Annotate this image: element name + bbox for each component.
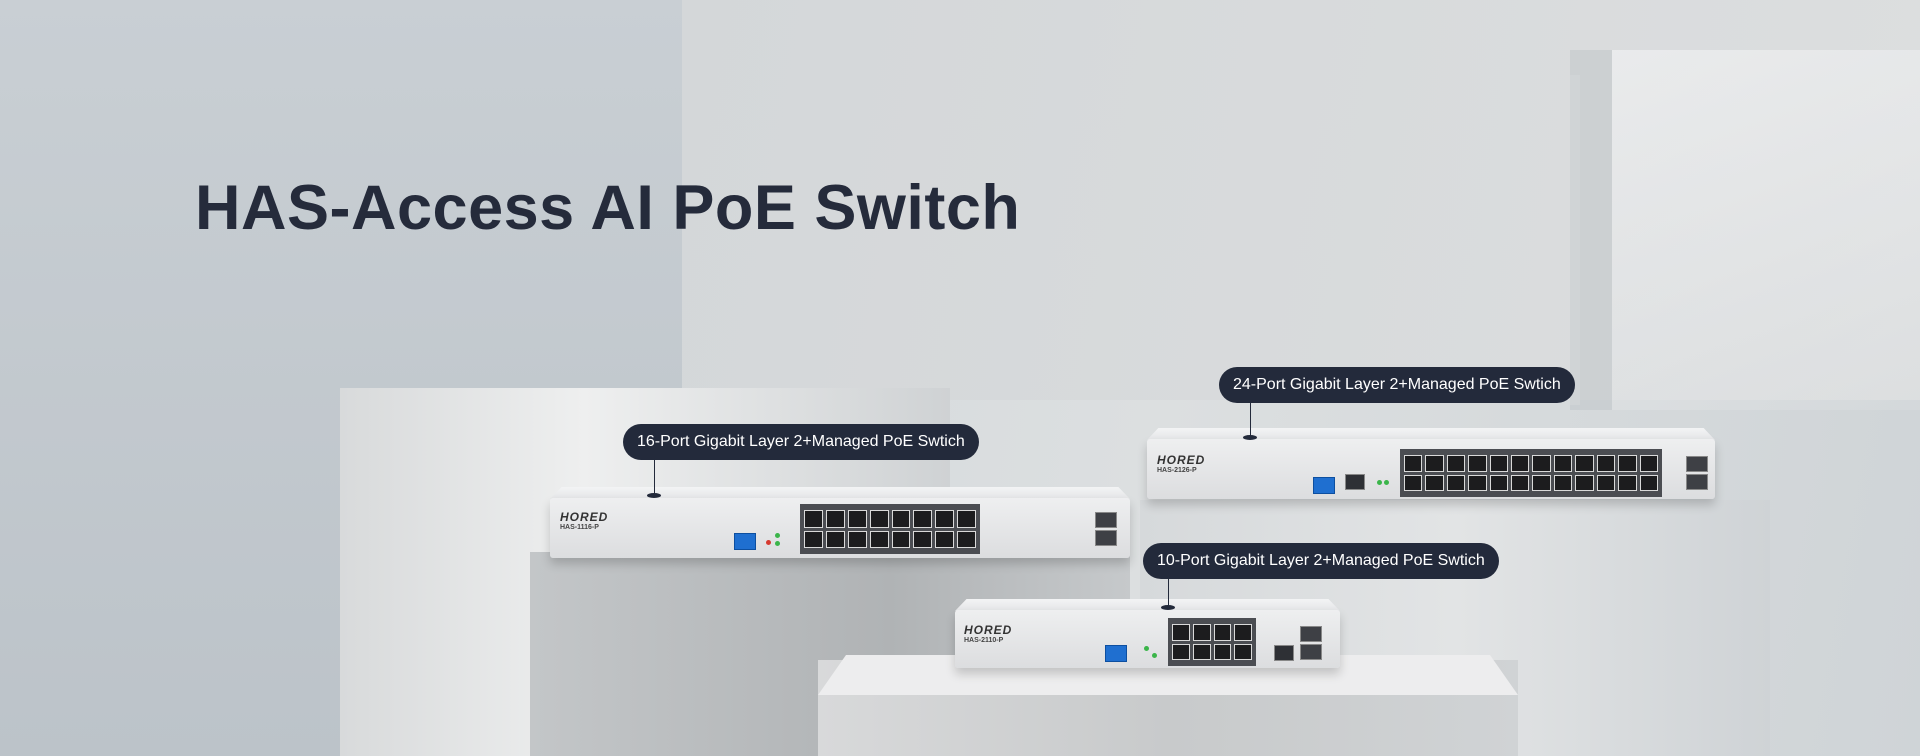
- switch-top-surface: [955, 599, 1340, 611]
- sfp-port: [1686, 456, 1708, 472]
- rj45-port: [957, 530, 976, 548]
- rj45-port: [1404, 474, 1423, 491]
- rj45-port: [869, 510, 889, 528]
- rj45-port: [935, 530, 955, 548]
- callout-anchor-dot: [1161, 605, 1175, 610]
- callout-anchor-dot: [1243, 435, 1257, 440]
- rj45-port: [1446, 474, 1466, 491]
- dip-switch: [1313, 477, 1335, 494]
- callout-stem: [1250, 402, 1251, 436]
- rj45-port: [1553, 455, 1573, 472]
- sfp-port: [1686, 474, 1708, 490]
- rj45-port: [1639, 474, 1658, 491]
- rj45-port: [1446, 455, 1466, 472]
- rj45-port: [1172, 624, 1190, 641]
- model-number: HAS-1116-P: [560, 524, 599, 531]
- status-led-green: [775, 541, 780, 546]
- rj45-port: [1192, 624, 1211, 641]
- rj45-port: [804, 530, 823, 548]
- status-led-green: [1377, 480, 1382, 485]
- status-led-red: [766, 540, 771, 545]
- rj45-port: [1489, 474, 1509, 491]
- product-label-24-port[interactable]: 24-Port Gigabit Layer 2+Managed PoE Swti…: [1219, 367, 1575, 403]
- sfp-port: [1300, 644, 1322, 660]
- model-number: HAS-2126-P: [1157, 467, 1197, 474]
- rj45-port: [1172, 643, 1190, 660]
- rj45-port: [1532, 455, 1551, 472]
- page-title: HAS-Access AI PoE Switch: [195, 173, 1021, 243]
- rj45-port: [891, 530, 911, 548]
- rj45-port: [804, 510, 823, 528]
- rj45-port: [957, 510, 976, 528]
- rj45-port: [1234, 643, 1252, 660]
- rj45-port-block: [1168, 618, 1256, 666]
- rj45-port: [1596, 474, 1616, 491]
- rj45-port: [1234, 624, 1252, 641]
- rj45-port: [1425, 455, 1444, 472]
- sfp-port: [1095, 512, 1117, 528]
- callout-stem: [654, 460, 655, 494]
- rj45-port: [1468, 474, 1487, 491]
- rj45-port: [1618, 455, 1637, 472]
- console-port: [1345, 474, 1365, 490]
- rj45-port: [1553, 474, 1573, 491]
- brand-logo: HORED: [1157, 453, 1206, 467]
- sfp-port: [1300, 626, 1322, 642]
- rj45-port: [825, 510, 845, 528]
- rj45-port: [913, 530, 933, 548]
- rj45-port: [1596, 455, 1616, 472]
- dip-switch: [734, 533, 756, 550]
- rj45-port: [891, 510, 911, 528]
- callout-anchor-dot: [647, 493, 661, 498]
- status-led-green: [775, 533, 780, 538]
- rj45-port: [1425, 474, 1444, 491]
- product-label-16-port[interactable]: 16-Port Gigabit Layer 2+Managed PoE Swti…: [623, 424, 979, 460]
- rj45-port: [1213, 624, 1232, 641]
- rj45-port: [1192, 643, 1211, 660]
- rj45-port: [1511, 474, 1530, 491]
- background-window-frame: [1570, 50, 1612, 410]
- status-led-green: [1152, 653, 1157, 658]
- brand-logo: HORED: [560, 510, 609, 524]
- console-port: [1274, 645, 1294, 661]
- rj45-port: [1511, 455, 1530, 472]
- callout-stem: [1168, 578, 1169, 606]
- switch-top-surface: [550, 487, 1130, 499]
- rj45-port: [1618, 474, 1637, 491]
- status-led-green: [1144, 646, 1149, 651]
- rj45-port: [1639, 455, 1658, 472]
- rj45-port: [1404, 455, 1423, 472]
- sfp-port: [1095, 530, 1117, 546]
- rj45-port: [1532, 474, 1551, 491]
- switch-top-surface: [1147, 428, 1715, 440]
- rj45-port-block: [1400, 449, 1662, 497]
- product-label-10-port[interactable]: 10-Port Gigabit Layer 2+Managed PoE Swti…: [1143, 543, 1499, 579]
- rj45-port: [1489, 455, 1509, 472]
- status-led-green: [1384, 480, 1389, 485]
- rj45-port: [869, 530, 889, 548]
- rj45-port: [847, 530, 867, 548]
- brand-logo: HORED: [964, 623, 1013, 637]
- rj45-port: [913, 510, 933, 528]
- background-window-light-2: [1612, 50, 1920, 410]
- rj45-port: [1575, 455, 1594, 472]
- rj45-port-block: [800, 504, 980, 554]
- rj45-port: [935, 510, 955, 528]
- rj45-port: [1575, 474, 1594, 491]
- dip-switch: [1105, 645, 1127, 662]
- rj45-port: [847, 510, 867, 528]
- rj45-port: [825, 530, 845, 548]
- model-number: HAS-2110-P: [964, 637, 1004, 644]
- rj45-port: [1468, 455, 1487, 472]
- rj45-port: [1213, 643, 1232, 660]
